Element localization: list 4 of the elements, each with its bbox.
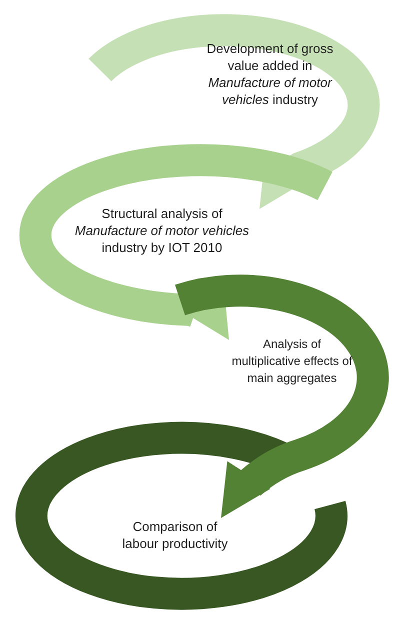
step-text: Development of gross value added in Manufacture of motor vehicles industry (206, 40, 334, 108)
step-text: Structural analysis of Manufacture of motor vehicles industry by IOT 2010 (74, 205, 250, 256)
step-text: Comparison of labour productivity (121, 518, 229, 552)
step-text: Analysis of multiplicative effects of main aggregates (230, 336, 354, 387)
